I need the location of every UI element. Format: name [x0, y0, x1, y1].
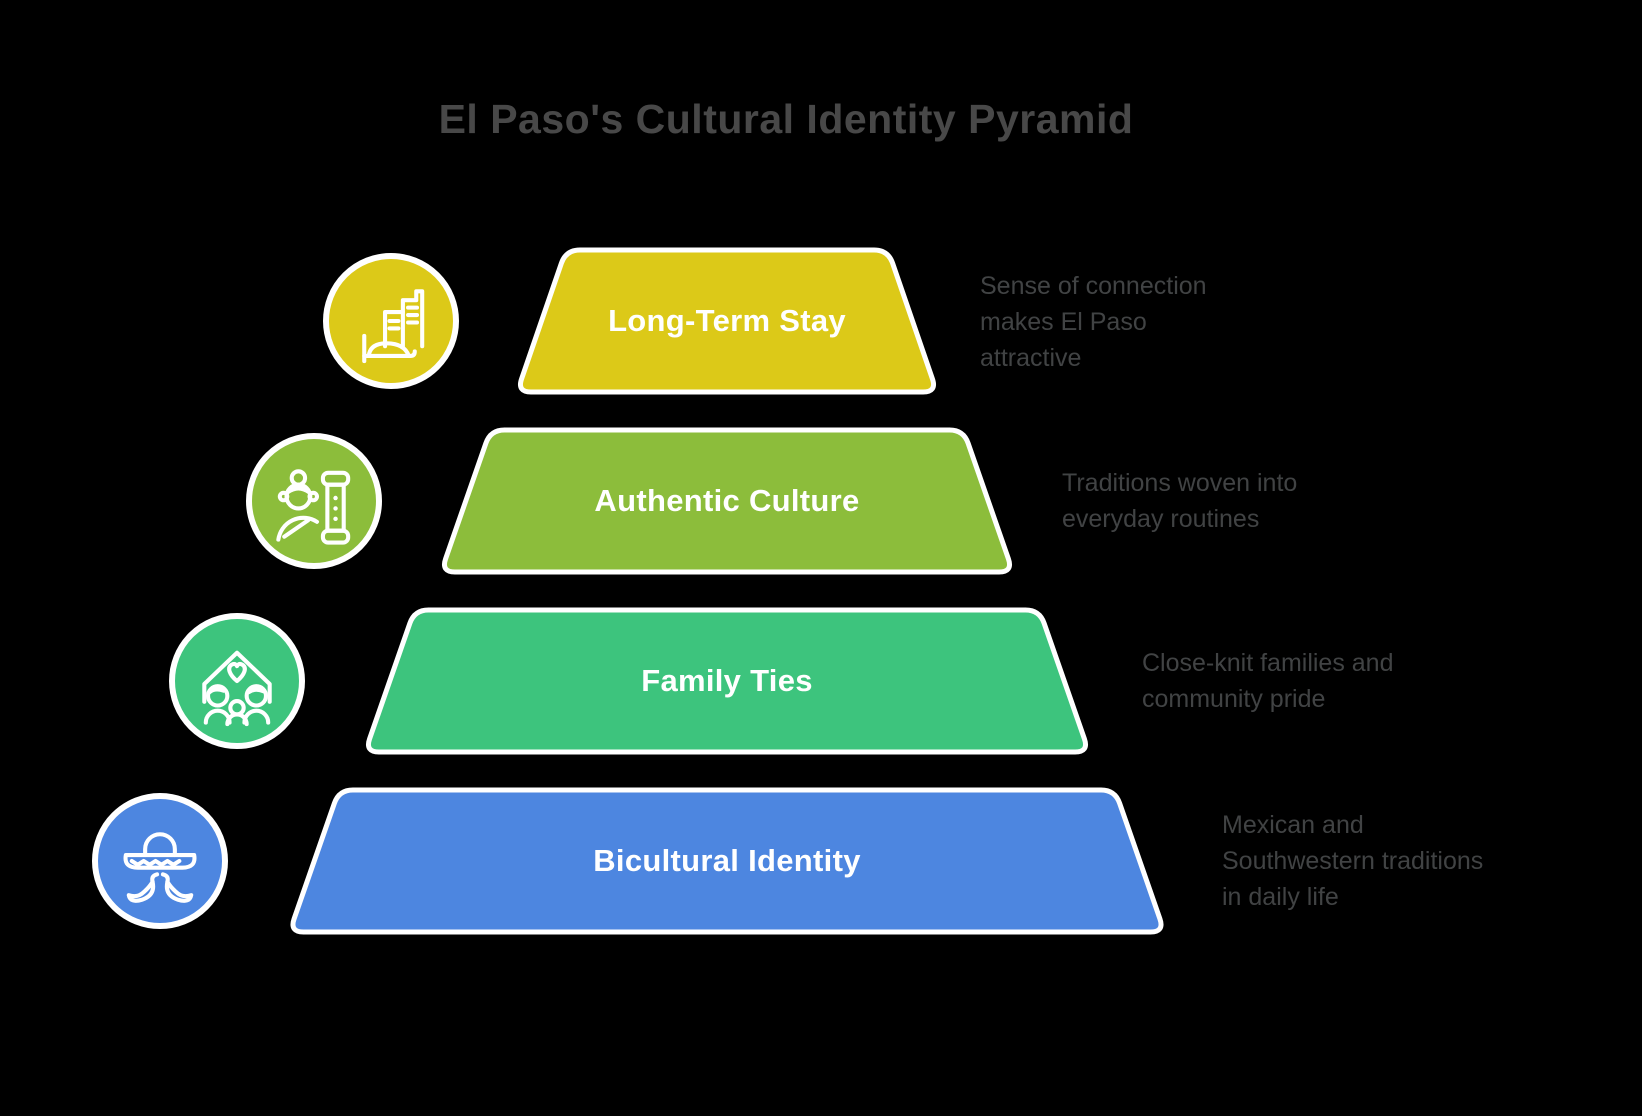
- level-4-label: Bicultural Identity: [593, 843, 861, 878]
- level-1-description: Sense of connection makes El Paso attrac…: [980, 272, 1207, 372]
- pyramid-level-3-shape: [365, 607, 1089, 755]
- level-1-icon-circle: [323, 253, 459, 389]
- level-3-icon-circle: [169, 613, 305, 749]
- level-4-icon-circle: [92, 793, 228, 929]
- level-2-icon-circle: [246, 433, 382, 569]
- page-title: El Paso's Cultural Identity Pyramid: [438, 96, 1134, 142]
- family-house-heart-icon: [202, 650, 272, 727]
- pyramid-level-4-shape: [290, 787, 1164, 935]
- sombrero-chili-icon: [123, 832, 197, 903]
- level-1-label: Long-Term Stay: [608, 303, 846, 338]
- pyramid-level-2-shape: [441, 427, 1013, 575]
- person-column-icon: [276, 469, 351, 545]
- level-4-description: Mexican and Southwestern traditions in d…: [1222, 811, 1484, 911]
- level-2-description: Traditions woven into everyday routines: [1062, 469, 1298, 533]
- level-2-label: Authentic Culture: [594, 483, 860, 518]
- pyramid-level-1-shape: [517, 247, 937, 395]
- level-3-description: Close-knit families and community pride: [1142, 649, 1394, 713]
- level-3-label: Family Ties: [641, 663, 813, 698]
- city-buildings-bed-icon: [362, 289, 425, 364]
